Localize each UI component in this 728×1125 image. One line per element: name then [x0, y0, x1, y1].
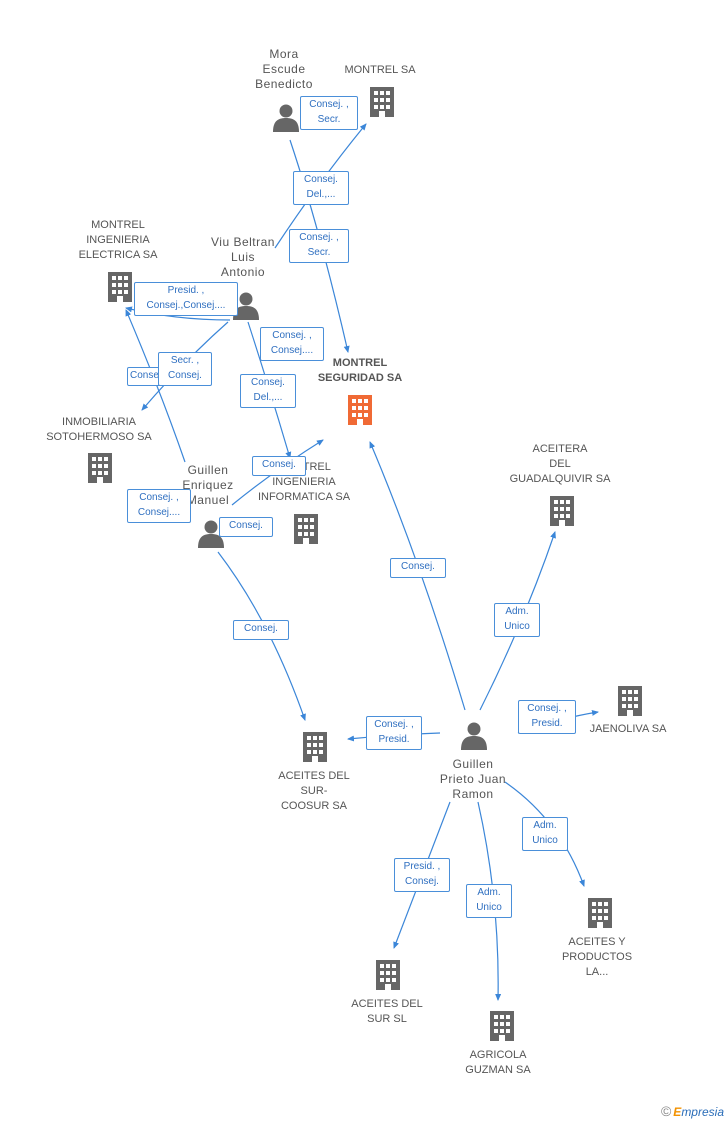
building-icon[interactable] [550, 496, 574, 526]
building-icon[interactable] [370, 87, 394, 117]
copyright-symbol: © [660, 1103, 672, 1119]
edge-label[interactable]: Adm. Unico [466, 884, 512, 918]
edge-label[interactable]: Consej. [390, 558, 446, 578]
edge-label[interactable]: Consej. [233, 620, 289, 640]
edge-label[interactable]: Consej. , Consej.... [260, 327, 324, 361]
node-aceites-coosur-label[interactable]: ACEITES DEL SUR- COOSUR SA [278, 770, 350, 812]
edge-label[interactable]: Consej. [127, 367, 161, 386]
node-guillen-enriquez-label[interactable]: Guillen Enriquez Manuel [182, 463, 234, 507]
building-icon[interactable] [618, 686, 642, 716]
node-aceites-sur-sl-label[interactable]: ACEITES DEL SUR SL [351, 998, 423, 1025]
person-icon[interactable] [273, 104, 299, 133]
building-icon[interactable] [88, 453, 112, 483]
edge-label[interactable]: Consej. Del.,... [293, 171, 349, 205]
brand-logo-letter: E [673, 1105, 682, 1119]
edge-label[interactable]: Adm. Unico [522, 817, 568, 851]
building-icon[interactable] [294, 514, 318, 544]
node-mora-label[interactable]: Mora Escude Benedicto [255, 47, 313, 91]
footer-brand: ©Empresia [661, 1103, 724, 1119]
node-viu-label[interactable]: Viu Beltran Luis Antonio [211, 235, 275, 279]
edge-label[interactable]: Consej. , Secr. [300, 96, 358, 130]
edge-label[interactable]: Consej. Del.,... [240, 374, 296, 408]
edge-guillen-enriquez-montrel-ing-elec [125, 309, 186, 463]
node-aceites-productos-label[interactable]: ACEITES Y PRODUCTOS LA... [561, 936, 633, 978]
node-jaenoliva-label[interactable]: JAENOLIVA SA [589, 723, 667, 735]
node-agricola-label[interactable]: AGRICOLA GUZMAN SA [465, 1049, 531, 1076]
edge-label[interactable]: Consej. [252, 456, 306, 476]
edge-label[interactable]: Consej. [219, 517, 273, 537]
edge-label[interactable]: Secr. , Consej. [158, 352, 212, 386]
building-icon[interactable] [490, 1011, 514, 1041]
node-guillen-prieto-label[interactable]: Guillen Prieto Juan Ramon [439, 757, 507, 801]
edge-label[interactable]: Consej. , Presid. [366, 716, 422, 750]
building-icon[interactable] [376, 960, 400, 990]
building-icon[interactable] [588, 898, 612, 928]
building-icon[interactable] [108, 272, 132, 302]
person-icon[interactable] [461, 722, 487, 751]
edge-label[interactable]: Adm. Unico [494, 603, 540, 637]
building-icon[interactable] [303, 732, 327, 762]
building-icon-main[interactable] [348, 395, 372, 425]
edge-label[interactable]: Presid. , Consej. [394, 858, 450, 892]
node-inmobiliaria-label[interactable]: INMOBILIARIA SOTOHERMOSO SA [46, 416, 152, 443]
brand-name: mpresia [681, 1105, 724, 1119]
node-montrel-seguridad-label[interactable]: MONTREL SEGURIDAD SA [317, 357, 403, 384]
edge-label[interactable]: Presid. , Consej.,Consej.... [134, 282, 238, 316]
node-aceitera-label[interactable]: ACEITERA DEL GUADALQUIVIR SA [509, 443, 611, 485]
node-montrel-ing-elec-label[interactable]: MONTREL INGENIERIA ELECTRICA SA [78, 219, 158, 261]
edge-label[interactable]: Consej. , Consej.... [127, 489, 191, 523]
edge-label[interactable]: Consej. , Secr. [289, 229, 349, 263]
edge-label[interactable]: Consej. , Presid. [518, 700, 576, 734]
node-montrel-sa-label[interactable]: MONTREL SA [344, 64, 416, 76]
